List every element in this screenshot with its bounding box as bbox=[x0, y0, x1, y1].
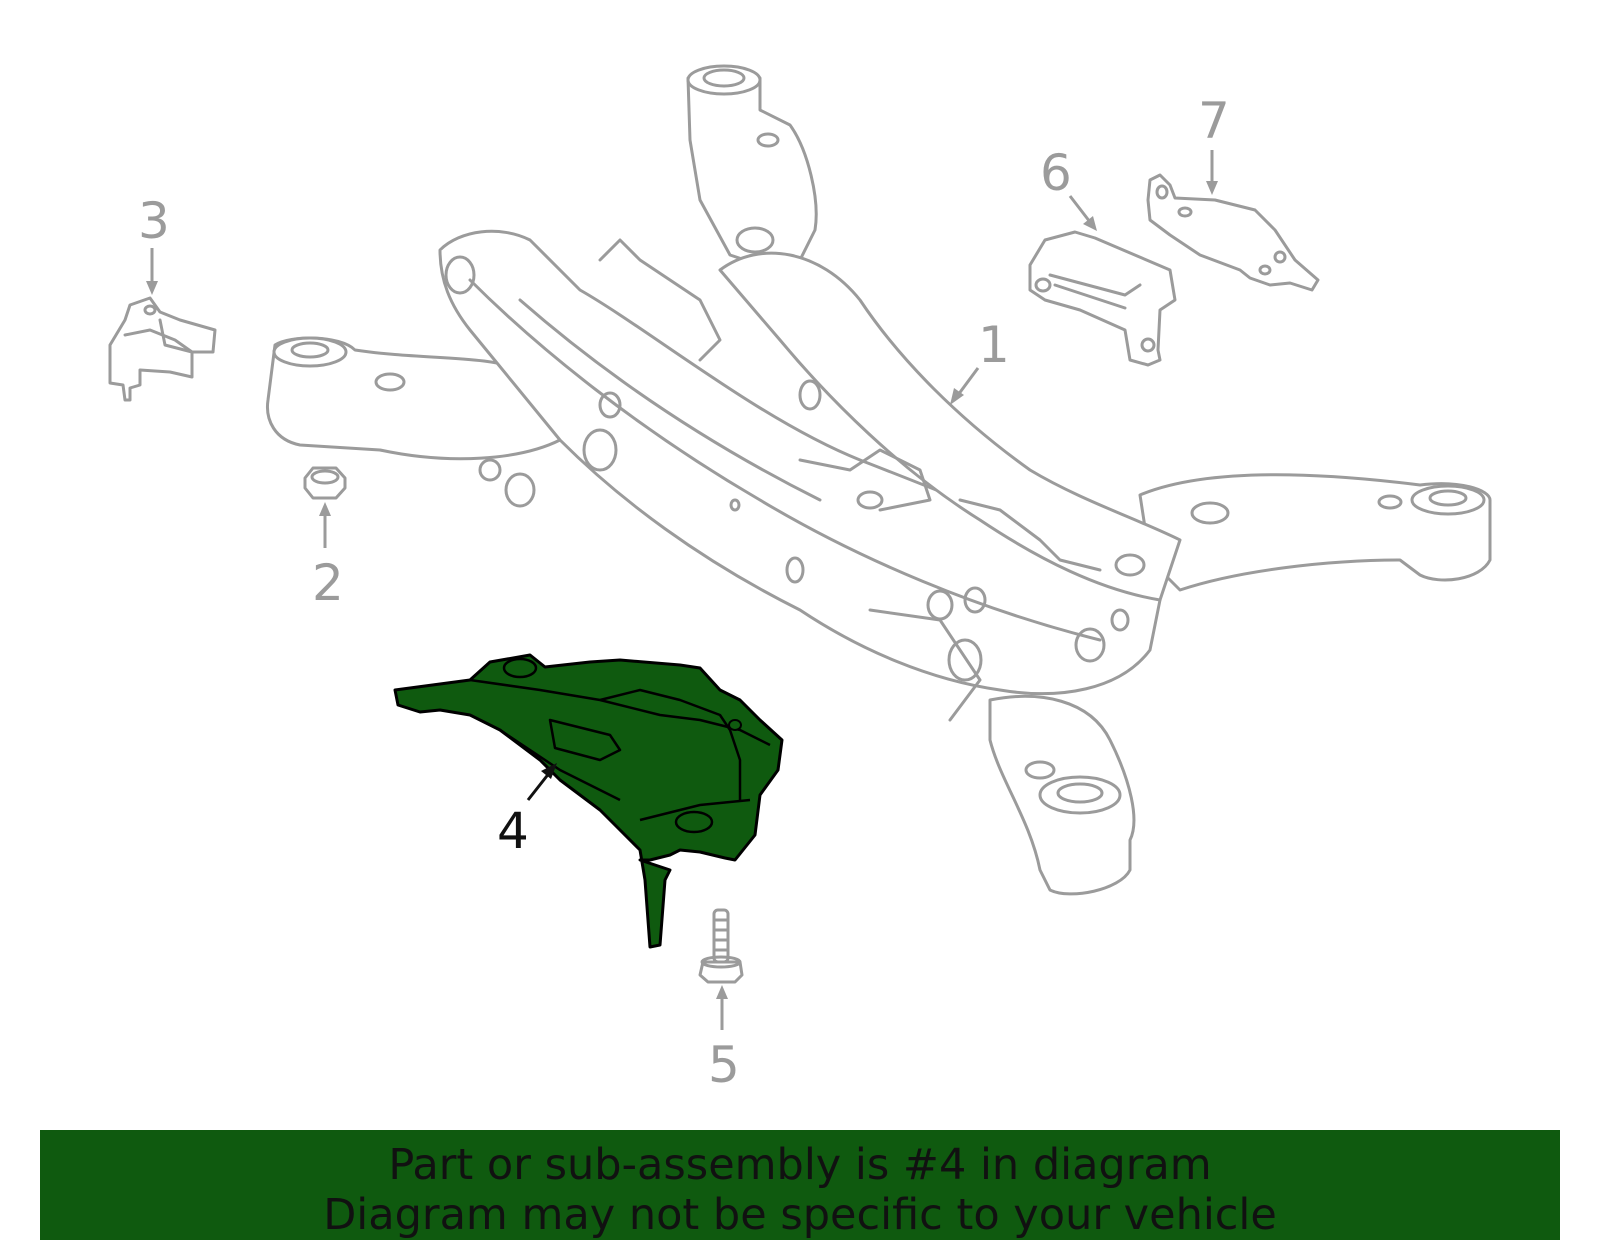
shield-part-4[interactable] bbox=[393, 653, 784, 949]
callout-label-4: 4 bbox=[497, 802, 529, 860]
mount-part-6[interactable] bbox=[1028, 230, 1177, 367]
banner-line-disclaimer: Diagram may not be specific to your vehi… bbox=[323, 1190, 1277, 1240]
callout-label-3: 3 bbox=[138, 192, 170, 250]
nut-part-2[interactable] bbox=[303, 466, 347, 500]
callout-6: 6 bbox=[1040, 144, 1097, 231]
callout-5: 5 bbox=[708, 985, 740, 1094]
callout-7: 7 bbox=[1198, 92, 1230, 195]
info-banner: Part or sub-assembly is #4 in diagram Di… bbox=[40, 1130, 1560, 1240]
banner-line-part: Part or sub-assembly is #4 in diagram bbox=[388, 1140, 1212, 1190]
callout-3: 3 bbox=[138, 192, 170, 295]
callout-label-6: 6 bbox=[1040, 144, 1072, 202]
callout-4: 4 bbox=[497, 763, 557, 860]
plate-part-7[interactable] bbox=[1146, 173, 1320, 292]
callout-1: 1 bbox=[950, 316, 1010, 405]
bracket-part-3[interactable] bbox=[108, 296, 217, 402]
callout-label-2: 2 bbox=[312, 554, 344, 612]
callout-label-7: 7 bbox=[1198, 92, 1230, 150]
callout-label-1: 1 bbox=[978, 316, 1010, 374]
callout-2: 2 bbox=[312, 502, 344, 612]
bolt-part-5[interactable] bbox=[698, 908, 744, 984]
callout-label-5: 5 bbox=[708, 1036, 740, 1094]
subframe-part-1[interactable] bbox=[265, 64, 1492, 896]
